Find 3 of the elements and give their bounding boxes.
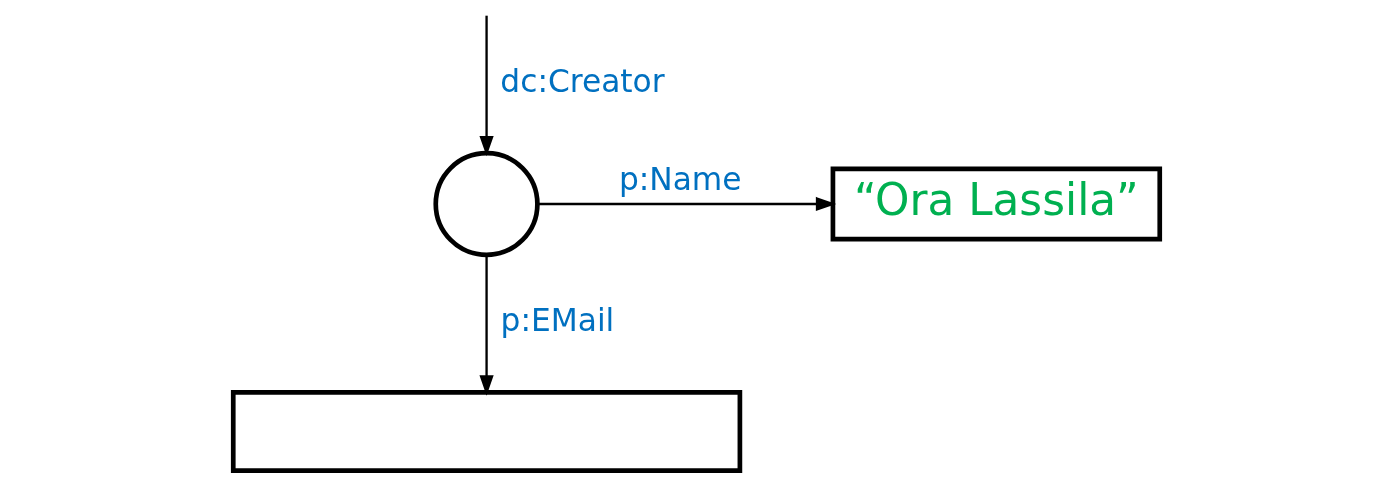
edge-label: p:Name: [618, 160, 742, 197]
edge-label: dc:Creator: [500, 63, 665, 100]
edge-label: p:EMail: [500, 302, 615, 339]
